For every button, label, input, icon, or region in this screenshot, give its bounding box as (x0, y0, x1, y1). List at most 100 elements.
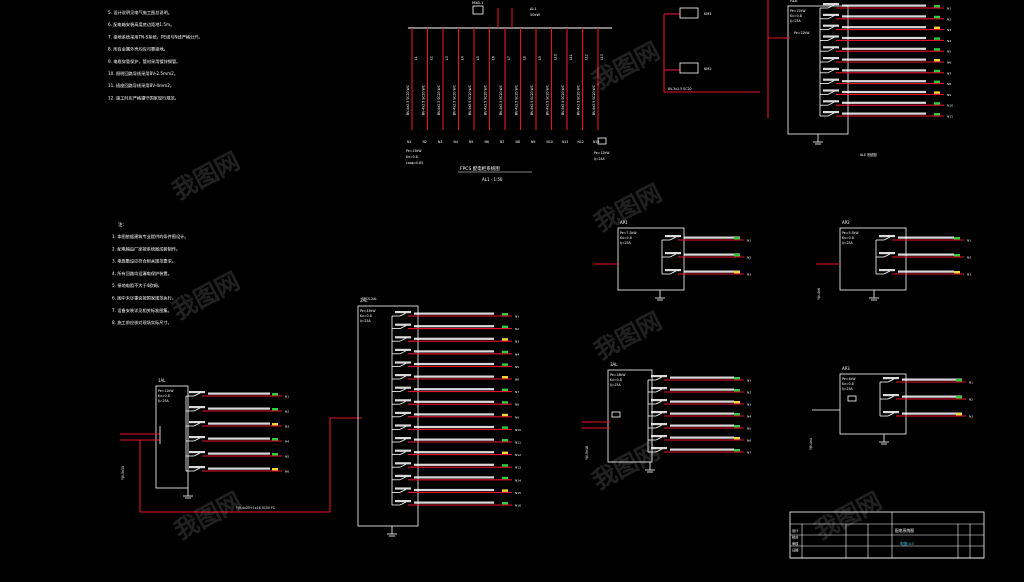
pole-label: L12 (585, 54, 589, 60)
circuit-spec (414, 375, 494, 378)
circuit-tag (956, 396, 962, 399)
breaker-label (879, 235, 895, 238)
circuit-number: N3 (747, 403, 751, 407)
breaker-contact (827, 15, 835, 20)
circuit-tag (734, 425, 740, 428)
panel-data: Kx=0.8 (842, 236, 854, 240)
breaker-contact (669, 253, 677, 258)
pole-diagram-scale: AL1 - 1:50 (482, 177, 503, 182)
pole-label: L4 (461, 56, 465, 60)
pole-data: Kx=0.8 (406, 155, 418, 159)
circuit-number: N2 (285, 410, 289, 414)
breaker-label (395, 374, 411, 377)
breaker-label (823, 3, 839, 6)
breaker-contact (193, 452, 201, 457)
pole-end-box (597, 137, 607, 145)
breaker-contact (399, 325, 407, 329)
breaker-label (883, 394, 899, 397)
circuit-number: N1 (747, 239, 751, 243)
breaker-label (395, 348, 411, 351)
breaker-contact (827, 58, 835, 63)
relay-box (679, 62, 699, 74)
breaker-contact (827, 91, 835, 95)
title-label: 校对 (792, 535, 799, 540)
circuit-number: N7 (747, 451, 751, 455)
pole-tag: N10 (547, 140, 553, 144)
breaker-contact (399, 451, 407, 455)
pole-tag: N1 (407, 140, 411, 144)
circuit-tag (734, 271, 740, 274)
circuit-spec (208, 452, 270, 455)
circuit-number: N4 (285, 440, 289, 444)
pole-tag: N5 (469, 140, 473, 144)
circuit-number: N7 (515, 390, 519, 394)
breaker-label (651, 423, 667, 426)
circuit-spec (842, 58, 926, 61)
circuit-spec (902, 412, 962, 415)
circuit-number: N3 (947, 28, 951, 32)
panel-caption: ALE 系统图 (860, 152, 877, 157)
circuit-number: N11 (947, 115, 953, 119)
meter-label: MXB-1 (472, 1, 483, 5)
circuit-spec (684, 270, 740, 273)
pole-tag: N4 (454, 140, 458, 144)
pole-label: BV-4x2.5 SC20 WC (561, 84, 565, 115)
note-line: 7. 设备安装详见相关标准图集。 (112, 307, 172, 314)
note-line: 9. 电缆穿管保护，管材采用镀锌钢管。 (108, 58, 180, 65)
circuit-number: N1 (947, 7, 951, 11)
breaker-label (395, 411, 411, 414)
circuit-tag (502, 439, 508, 442)
riser-label: AL1 (530, 7, 537, 11)
circuit-spec (842, 4, 926, 7)
panel-data: Kx=0.8 (610, 378, 622, 382)
breaker-label (823, 89, 839, 92)
circuit-tag (502, 502, 508, 505)
breaker-label (665, 269, 681, 272)
panel-data: Ij=25A (360, 319, 372, 323)
pole-label: BV-4x2.5 SC20 WC (437, 84, 441, 115)
pole-label: L8 (523, 56, 527, 60)
circuit-tag (934, 59, 940, 62)
circuit-spec (842, 80, 926, 83)
breaker-contact (827, 112, 835, 117)
pole-tag: N2 (423, 140, 427, 144)
circuit-spec (902, 378, 962, 381)
circuit-number: N4 (747, 415, 751, 419)
breaker-contact (827, 26, 835, 30)
circuit-tag (954, 271, 960, 274)
circuit-tag (934, 48, 940, 51)
circuit-tag (956, 413, 962, 416)
panel-data: Pe=18kW (610, 373, 626, 377)
circuit-tag (502, 476, 508, 480)
title-project: 配电系统图 (895, 528, 914, 533)
pole-label: BV-4x2.5 SC20 WC (468, 84, 472, 115)
circuit-number: N14 (515, 478, 521, 482)
circuit-tag (502, 376, 508, 379)
pole-label: L11 (569, 54, 573, 60)
breaker-contact (887, 412, 895, 417)
breaker-contact (883, 236, 891, 241)
breaker-label (883, 411, 899, 414)
panel-data: Pe=22kW (790, 9, 806, 13)
breaker-label (395, 336, 411, 339)
breaker-label (651, 387, 667, 390)
title-label: 日期 (792, 548, 798, 553)
breaker-label (395, 500, 411, 503)
circuit-tag (934, 80, 940, 83)
circuit-number: N13 (515, 466, 521, 470)
circuit-spec (670, 412, 734, 415)
breaker-label (395, 462, 411, 465)
note-line: 6. 图中未尽事宜按国家规范执行。 (112, 295, 176, 302)
panel-data: Pe=12kW (158, 389, 174, 393)
breaker-label (823, 24, 839, 27)
breaker-contact (399, 426, 407, 430)
panel-name: ALE (790, 0, 798, 3)
breaker-contact (827, 47, 835, 52)
pole-label: L5 (476, 56, 480, 60)
circuit-tag (934, 102, 940, 105)
circuit-spec (898, 236, 954, 239)
breaker-contact (399, 438, 407, 443)
circuit-spec (414, 400, 494, 403)
